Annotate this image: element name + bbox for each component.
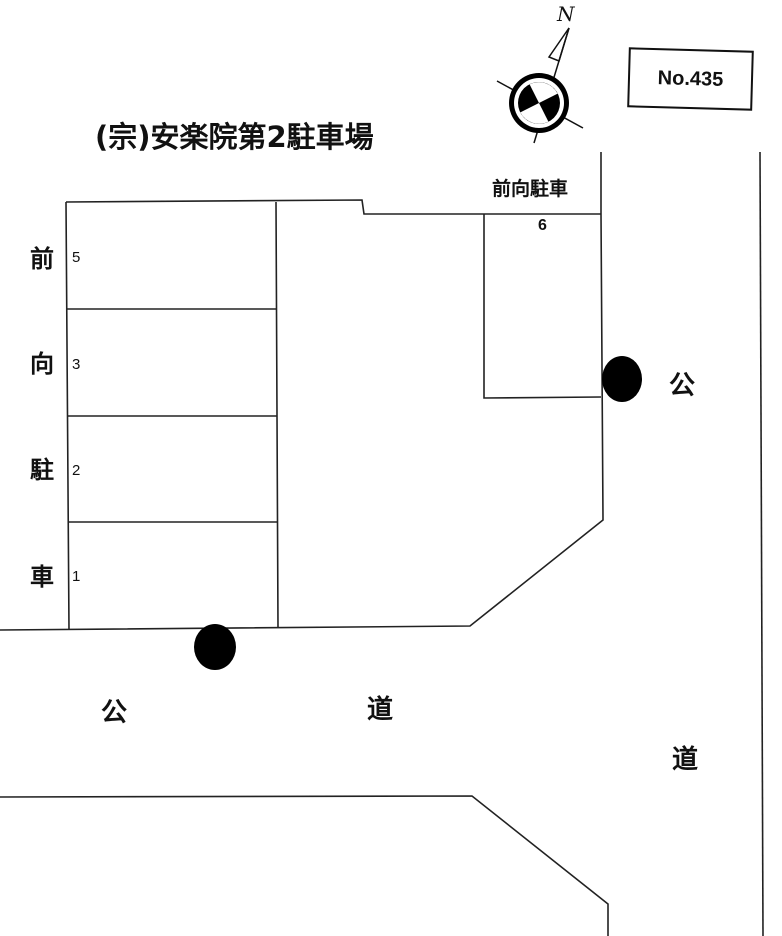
space-number-5: 5 xyxy=(72,249,81,266)
svg-text:N: N xyxy=(556,2,576,26)
bottom-road-char-2: 道 xyxy=(367,695,394,725)
road-edge-right xyxy=(759,151,764,936)
entrance-dot-right xyxy=(602,356,642,402)
left-label-char-3: 駐 xyxy=(30,456,54,484)
space-6-outline xyxy=(483,214,602,399)
map-number-box: No.435 xyxy=(627,47,754,111)
space-number-1: 1 xyxy=(72,568,81,585)
page-title: (宗)安楽院第2駐車場 xyxy=(95,120,374,154)
right-road-char-1: 公 xyxy=(669,371,696,401)
front-parking-label: 前向駐車 xyxy=(492,178,569,200)
compass-icon: N xyxy=(496,2,584,144)
left-label-char-4: 車 xyxy=(30,563,54,591)
entrance-dot-bottom xyxy=(194,624,236,670)
map-number: No.435 xyxy=(657,66,724,91)
left-label-char-2: 向 xyxy=(30,350,54,378)
right-road-char-2: 道 xyxy=(672,745,699,775)
space-number-6: 6 xyxy=(538,217,547,234)
road-edge-bottom xyxy=(0,795,609,936)
space-number-2: 2 xyxy=(72,462,81,479)
bottom-road-char-1: 公 xyxy=(101,698,128,728)
lot-boundary xyxy=(0,152,604,631)
left-label-char-1: 前 xyxy=(30,245,54,273)
space-number-3: 3 xyxy=(72,356,81,373)
